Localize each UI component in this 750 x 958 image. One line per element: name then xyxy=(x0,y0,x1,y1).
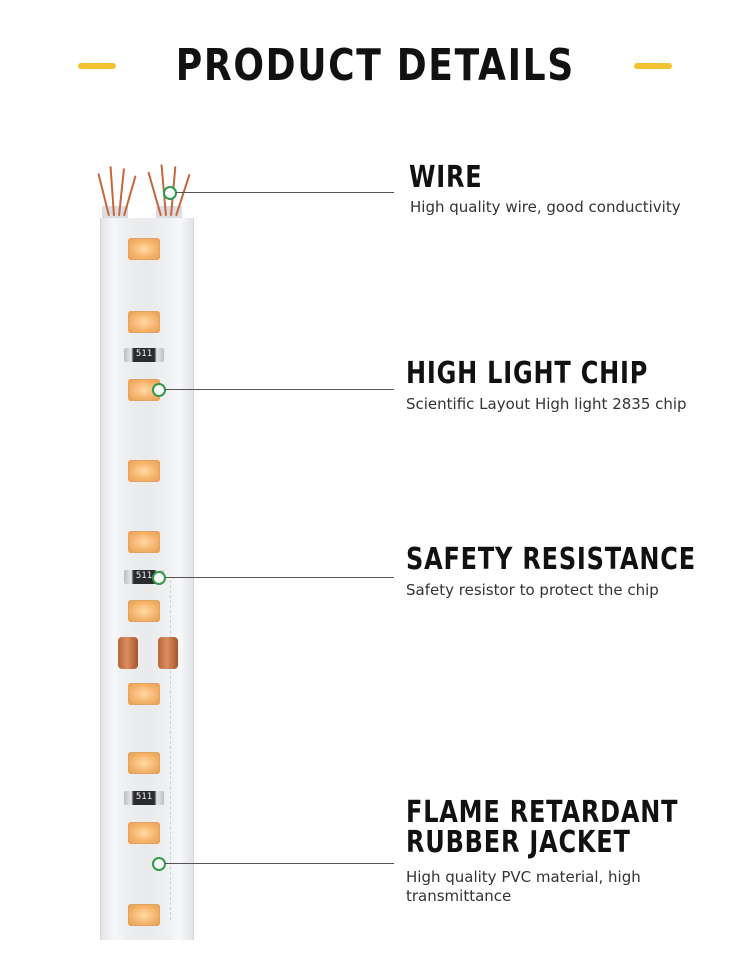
feature-title: SAFETY RESISTANCE xyxy=(406,542,696,577)
feature-description-line2: transmittance xyxy=(406,887,512,905)
feature-description: Scientific Layout High light 2835 chip xyxy=(406,395,687,413)
leader-line-jacket xyxy=(165,863,394,864)
page-header: PRODUCT DETAILS xyxy=(0,40,750,91)
led-chip xyxy=(128,904,160,926)
resistor-code: 511 xyxy=(135,571,153,581)
leader-line-chip xyxy=(165,389,394,390)
led-chip xyxy=(128,311,160,333)
resistor: 511 xyxy=(124,348,164,362)
callout-marker-wire xyxy=(163,186,177,200)
led-chip xyxy=(128,683,160,705)
feature-title-line1: FLAME RETARDANT xyxy=(406,795,679,830)
led-chip xyxy=(128,379,160,401)
strip-groove xyxy=(170,580,185,920)
led-chip xyxy=(128,752,160,774)
feature-description-line1: High quality PVC material, high xyxy=(406,868,641,886)
feature-title-line2: RUBBER JACKET xyxy=(406,825,631,860)
copper-strand xyxy=(147,171,162,217)
copper-cut-pad xyxy=(158,637,178,669)
resistor-code: 511 xyxy=(135,349,153,359)
led-chip xyxy=(128,822,160,844)
callout-marker-chip xyxy=(152,383,166,397)
leader-line-resistance xyxy=(165,577,394,578)
copper-cut-pad xyxy=(118,637,138,669)
feature-description: High quality wire, good conductivity xyxy=(410,198,681,216)
wire-sheath-right xyxy=(156,206,182,220)
feature-description: Safety resistor to protect the chip xyxy=(406,581,659,599)
resistor-code: 511 xyxy=(135,792,153,802)
led-chip xyxy=(128,600,160,622)
resistor: 511 xyxy=(124,791,164,805)
feature-title: HIGH LIGHT CHIP xyxy=(406,356,649,391)
led-chip xyxy=(128,531,160,553)
copper-strand xyxy=(175,173,191,217)
title-accent-left xyxy=(77,62,116,69)
page-title: PRODUCT DETAILS xyxy=(175,40,575,91)
leader-line-wire xyxy=(176,192,394,193)
led-chip xyxy=(128,238,160,260)
feature-title: WIRE xyxy=(409,160,483,195)
callout-marker-resistance xyxy=(152,571,166,585)
callout-marker-jacket xyxy=(152,857,166,871)
copper-strand xyxy=(123,175,137,217)
led-chip xyxy=(128,460,160,482)
title-accent-right xyxy=(634,62,673,69)
